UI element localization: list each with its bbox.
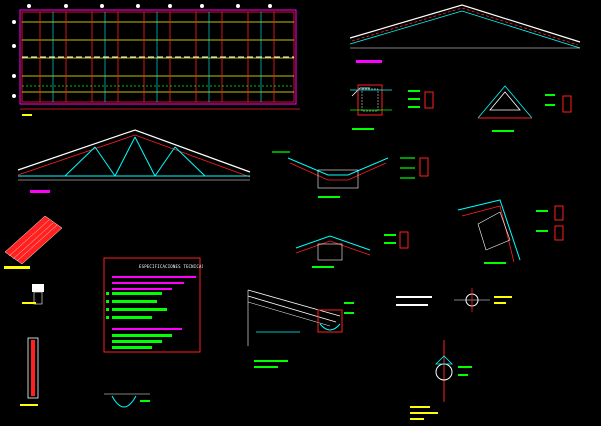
detail-1 <box>350 84 434 130</box>
roof-framing-plan <box>12 4 300 116</box>
detail-5 <box>295 231 409 268</box>
truss-elevation <box>17 129 251 193</box>
gutter-detail <box>104 393 150 408</box>
roof-elevation <box>349 4 581 63</box>
detail-4 <box>457 199 564 264</box>
eave-detail <box>247 289 354 368</box>
detail-2 <box>477 85 572 132</box>
pipe-sleeve-detail <box>410 340 472 420</box>
spec-box <box>103 257 201 353</box>
spec-box-title: ESPECIFICACIONES TECNICAS <box>139 264 203 269</box>
detail-3 <box>272 151 429 198</box>
roof-sheet-iso <box>4 215 63 269</box>
anchor-detail <box>396 288 512 312</box>
column-detail <box>20 284 44 406</box>
